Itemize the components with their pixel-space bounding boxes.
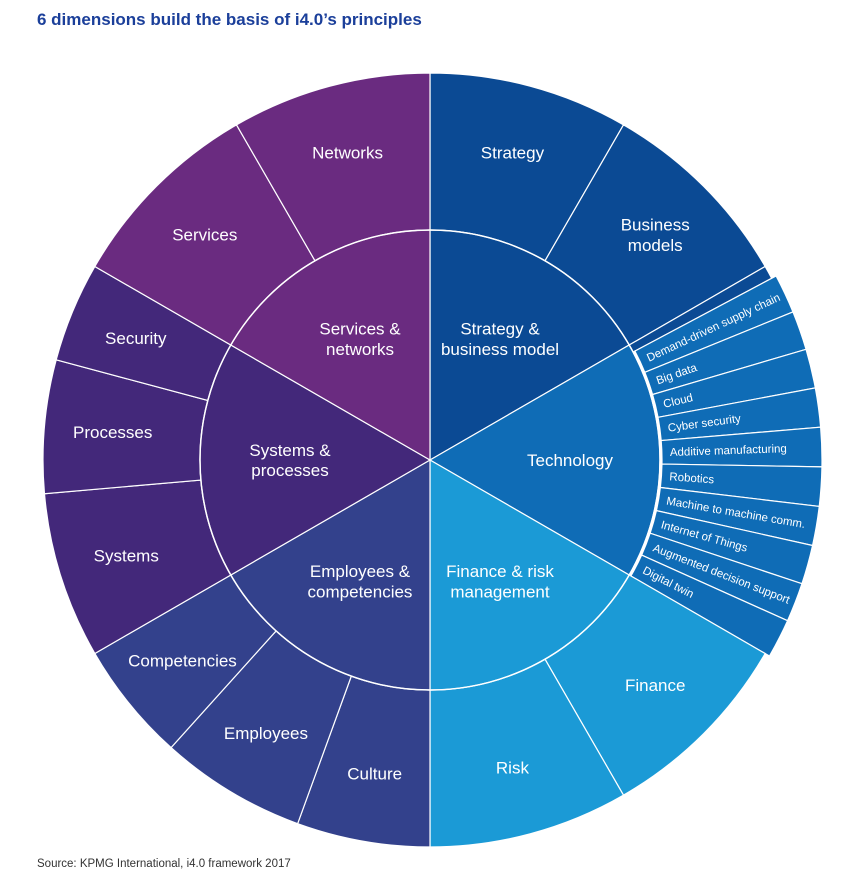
dimension-label-strategy: Strategy &business model bbox=[441, 320, 559, 359]
segment-label-finance-line: Finance bbox=[625, 676, 685, 695]
segment-label-risk: Risk bbox=[496, 759, 530, 778]
segment-label-processes-line: Processes bbox=[73, 423, 152, 442]
chart-title: 6 dimensions build the basis of i4.0’s p… bbox=[37, 10, 422, 29]
segment-label-business-models-line: models bbox=[628, 236, 683, 255]
segment-label-processes: Processes bbox=[73, 423, 152, 442]
segment-label-systems-line: Systems bbox=[94, 547, 159, 566]
source-note: Source: KPMG International, i4.0 framewo… bbox=[37, 858, 291, 870]
segment-label-competencies-line: Competencies bbox=[128, 651, 237, 670]
ring-divider bbox=[199, 229, 661, 691]
dimension-label-strategy-line: Strategy & bbox=[460, 320, 540, 339]
dimension-label-finance-line: Finance & risk bbox=[446, 562, 554, 581]
dimension-label-systems-line: processes bbox=[251, 461, 328, 480]
dimension-label-systems-line: Systems & bbox=[249, 441, 331, 460]
segment-label-competencies: Competencies bbox=[128, 651, 237, 670]
dimension-label-services-line: networks bbox=[326, 340, 394, 359]
segment-label-services: Services bbox=[172, 226, 237, 245]
segment-label-security-line: Security bbox=[105, 329, 167, 348]
dimension-label-strategy-line: business model bbox=[441, 340, 559, 359]
segment-label-employees-line: Employees bbox=[224, 724, 308, 743]
segment-label-finance: Finance bbox=[625, 676, 685, 695]
dimension-labels: Strategy &business modelTechnologyFinanc… bbox=[249, 320, 613, 602]
segment-label-networks-line: Networks bbox=[312, 143, 383, 162]
dimension-label-finance-line: management bbox=[450, 582, 550, 601]
segment-label-strategy: Strategy bbox=[481, 143, 545, 162]
dimension-label-services-line: Services & bbox=[319, 320, 401, 339]
dimension-systems: Systems Processes Security bbox=[42, 265, 432, 655]
segment-label-employees: Employees bbox=[224, 724, 308, 743]
dimension-label-employees: Employees &competencies bbox=[308, 562, 413, 601]
dimension-label-technology-line: Technology bbox=[527, 451, 614, 470]
dimension-label-systems: Systems &processes bbox=[249, 441, 331, 480]
segment-label-systems: Systems bbox=[94, 547, 159, 566]
dimension-label-employees-line: Employees & bbox=[310, 562, 411, 581]
segment-label-services-line: Services bbox=[172, 226, 237, 245]
segment-label-security: Security bbox=[105, 329, 167, 348]
segment-label-robotics: Robotics bbox=[669, 471, 715, 486]
dimension-label-services: Services &networks bbox=[319, 320, 401, 359]
dimension-services: Services Networks bbox=[94, 72, 431, 462]
segment-label-networks: Networks bbox=[312, 143, 383, 162]
dimension-label-technology: Technology bbox=[527, 451, 614, 470]
segment-label-business-models-line: Business bbox=[621, 216, 690, 235]
segment-label-culture: Culture bbox=[347, 765, 402, 784]
dimension-employees: Culture Employees Competencies bbox=[94, 458, 431, 848]
segment-label-risk-line: Risk bbox=[496, 759, 530, 778]
segment-label-culture-line: Culture bbox=[347, 765, 402, 784]
dimension-label-employees-line: competencies bbox=[308, 582, 413, 601]
segment-label-additive-manufacturing: Additive manufacturing bbox=[670, 443, 787, 459]
segment-label-strategy-line: Strategy bbox=[481, 143, 545, 162]
